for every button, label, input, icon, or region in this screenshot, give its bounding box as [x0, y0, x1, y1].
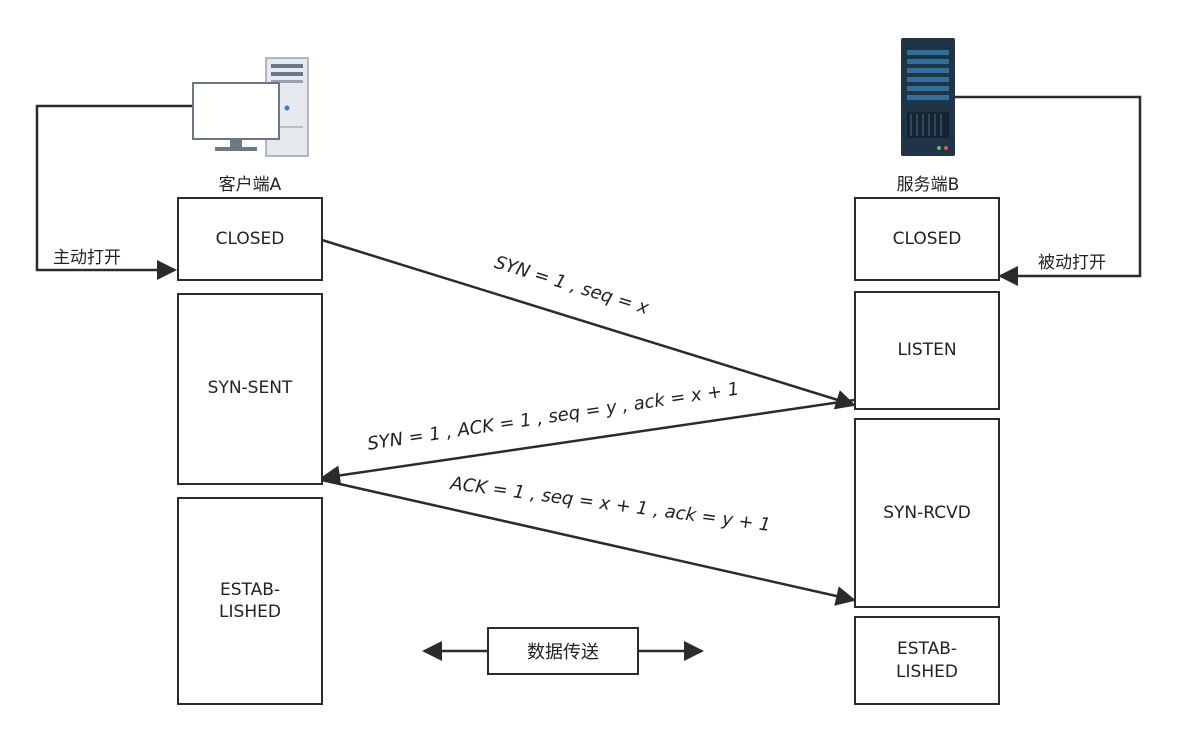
data-transfer-box: 数据传送	[487, 627, 639, 675]
server-label: 服务端B	[896, 175, 960, 195]
client-state-syn-sent: SYN-SENT	[177, 293, 323, 485]
syn-arrow	[321, 238, 856, 410]
server-rack-icon	[901, 38, 955, 156]
desktop-computer-icon	[192, 57, 309, 157]
ack-arrow	[321, 478, 856, 606]
passive-open-label: 被动打开	[1038, 253, 1106, 273]
client-label: 客户端A	[218, 175, 282, 195]
server-state-syn-rcvd: SYN-RCVD	[854, 418, 1000, 608]
client-state-closed: CLOSED	[177, 197, 323, 281]
server-state-listen: LISTEN	[854, 291, 1000, 410]
active-open-connector	[35, 104, 195, 280]
active-open-label: 主动打开	[53, 248, 121, 268]
passive-open-connector	[955, 95, 1142, 286]
client-state-established: ESTAB- LISHED	[177, 497, 323, 705]
server-state-established: ESTAB- LISHED	[854, 616, 1000, 705]
syn-ack-arrow	[320, 398, 855, 486]
server-state-closed: CLOSED	[854, 197, 1000, 281]
